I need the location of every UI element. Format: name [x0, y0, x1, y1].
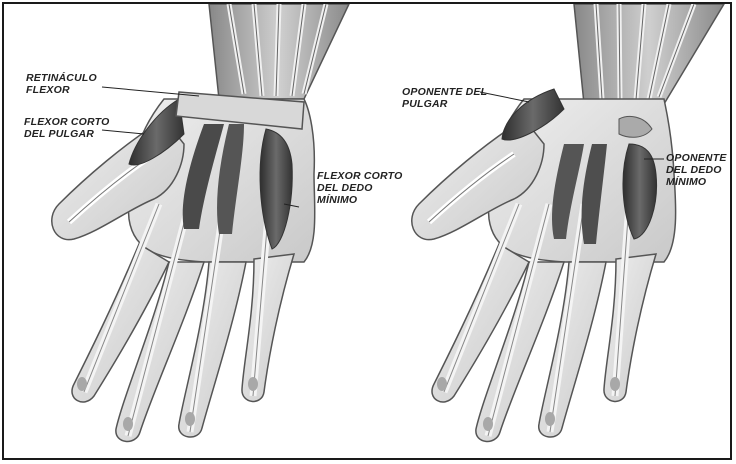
- label-flexor-corto-pulgar: FLEXOR CORTO DEL PULGAR: [24, 116, 109, 140]
- label-flexor-corto-dedo-minimo: FLEXOR CORTO DEL DEDO MÍNIMO: [317, 170, 402, 206]
- label-oponente-pulgar: OPONENTE DEL PULGAR: [402, 86, 487, 110]
- illustration-frame: RETINÁCULO FLEXOR FLEXOR CORTO DEL PULGA…: [2, 2, 732, 460]
- left-hand: [52, 4, 349, 441]
- right-hand: [412, 4, 724, 441]
- label-oponente-dedo-minimo: OPONENTE DEL DEDO MÍNIMO: [666, 152, 727, 188]
- label-retinaculo-flexor: RETINÁCULO FLEXOR: [26, 72, 97, 96]
- hands-illustration: [4, 4, 732, 460]
